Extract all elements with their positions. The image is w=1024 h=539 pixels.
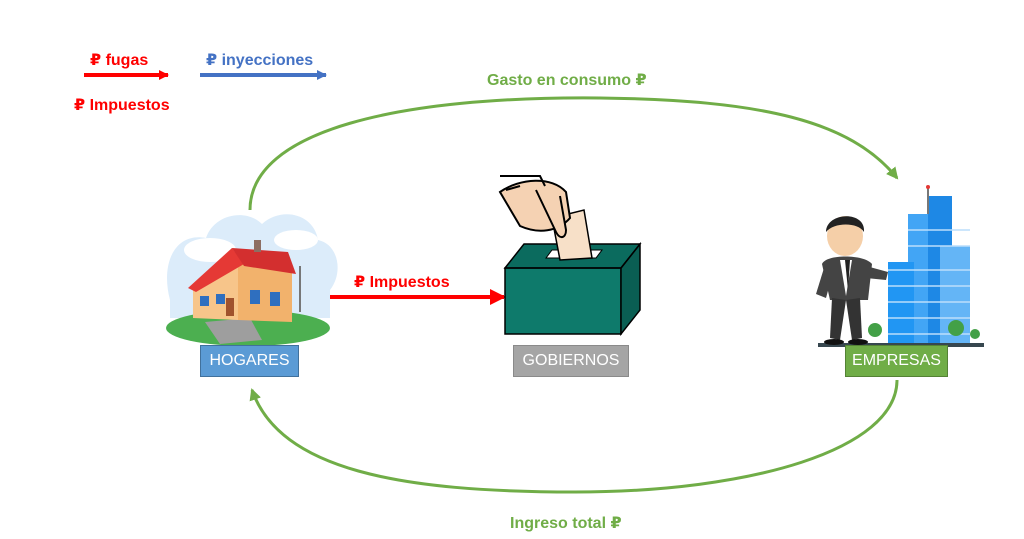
consumption-flow-label: Gasto en consumo ₽ bbox=[487, 72, 647, 89]
firms-label: EMPRESAS bbox=[852, 352, 941, 369]
households-box: HOGARES bbox=[200, 345, 299, 377]
taxes-flow-label: ₽ Impuestos bbox=[354, 274, 450, 291]
taxes-legend-label: ₽ Impuestos bbox=[74, 97, 170, 114]
consumption-flow-arrow bbox=[248, 96, 899, 211]
injection-legend-label: ₽ inyecciones bbox=[206, 52, 314, 69]
income-flow-arrow bbox=[249, 379, 899, 494]
leakage-legend-label: ₽ fugas bbox=[90, 52, 149, 69]
businessman-buildings-icon bbox=[816, 185, 984, 347]
house-icon bbox=[166, 214, 338, 346]
income-flow-label: Ingreso total ₽ bbox=[510, 515, 622, 532]
ballot-box-icon bbox=[498, 175, 642, 337]
governments-label: GOBIERNOS bbox=[522, 352, 620, 369]
households-label: HOGARES bbox=[209, 352, 290, 369]
governments-box: GOBIERNOS bbox=[513, 345, 629, 377]
firms-box: EMPRESAS bbox=[845, 345, 948, 377]
